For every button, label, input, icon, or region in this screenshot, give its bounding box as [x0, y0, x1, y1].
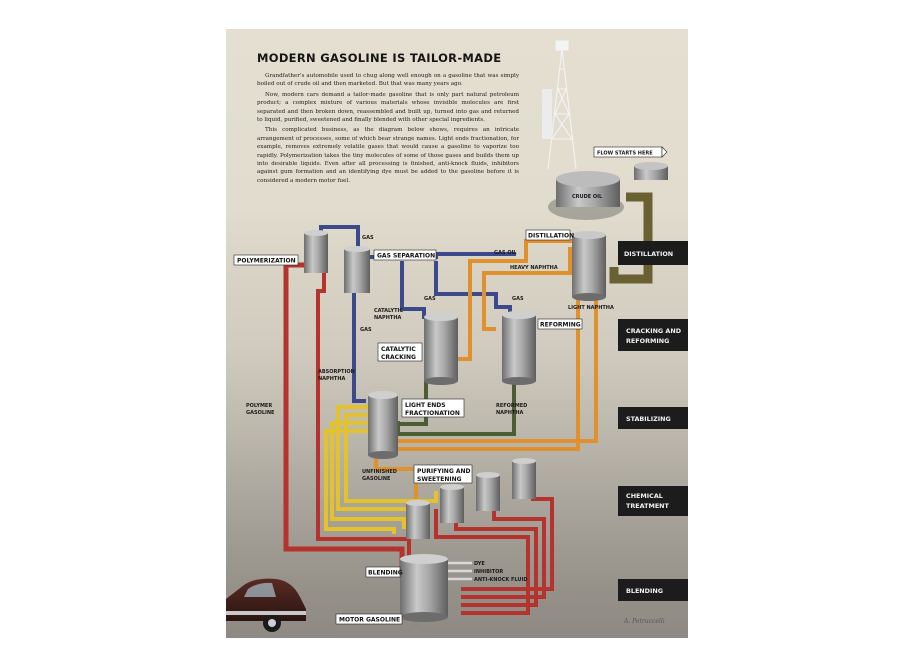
- label-text: CRACKING: [381, 354, 416, 361]
- tank-blending: [400, 554, 448, 622]
- tank-treat-2: [440, 484, 464, 523]
- stage-bands: DISTILLATION CRACKING AND REFORMING STAB…: [618, 241, 688, 601]
- stream-label: ABSORPTION: [318, 369, 355, 375]
- stream-label: ANTI-KNOCK FLUID: [474, 577, 528, 583]
- pipe-red-3: [461, 497, 554, 591]
- stream-labels: GAS GAS OIL HEAVY NAPHTHA LIGHT NAPHTHA …: [246, 235, 614, 583]
- oil-derrick: [542, 40, 577, 170]
- tank-distillation: [572, 231, 606, 301]
- stream-label: UNFINISHED: [362, 469, 397, 475]
- label-text: PURIFYING AND: [417, 468, 470, 475]
- pipe-green-2: [396, 381, 428, 426]
- pipe-gas-blue-left: [352, 291, 366, 403]
- pipe-red-5: [454, 514, 538, 607]
- pipe-yellow-4: [324, 429, 396, 534]
- stage-label: STABILIZING: [626, 415, 671, 423]
- label-text: POLYMERIZATION: [237, 258, 296, 265]
- stage-cracking-reforming: CRACKING AND REFORMING: [618, 319, 688, 351]
- stream-label: GAS OIL: [494, 250, 517, 256]
- stage-stabilizing: STABILIZING: [618, 407, 688, 429]
- pipe-yellow-3: [330, 421, 406, 529]
- intro-paragraph: Grandfather's automobile used to chug al…: [257, 73, 519, 88]
- intro-paragraph: Now, modern cars demand a tailor-made ga…: [257, 91, 519, 123]
- tank-reforming: [502, 311, 536, 385]
- label-catalytic-cracking: CATALYTIC CRACKING: [377, 342, 423, 362]
- stage-label: TREATMENT: [626, 502, 670, 510]
- stream-label: GASOLINE: [246, 410, 275, 416]
- stream-label: GASOLINE: [362, 476, 391, 482]
- label-text: BLENDING: [368, 570, 403, 577]
- label-text: DISTILLATION: [528, 233, 574, 240]
- pipe-red-6: [434, 509, 530, 615]
- label-text: REFORMING: [540, 322, 581, 329]
- label-text: GAS SEPARATION: [377, 253, 435, 260]
- label-blending: BLENDING: [365, 566, 403, 578]
- stream-label: NAPHTHA: [318, 376, 345, 382]
- stream-label: POLYMER: [246, 403, 272, 409]
- pipe-light-naphtha: [384, 297, 598, 443]
- stream-label: LIGHT NAPHTHA: [568, 305, 614, 311]
- label-text: SWEETENING: [417, 476, 462, 483]
- stage-blending: BLENDING: [618, 579, 688, 601]
- crude-oil-pipe: [609, 192, 653, 284]
- stream-label: REFORMED: [496, 403, 527, 409]
- label-polymerization: POLYMERIZATION: [233, 254, 299, 266]
- stream-label: GAS: [360, 327, 372, 333]
- stream-label: HEAVY NAPHTHA: [510, 265, 558, 271]
- label-text: MOTOR GASOLINE: [339, 617, 400, 624]
- stream-label: INHIBITOR: [474, 569, 503, 575]
- label-light-ends: LIGHT ENDS FRACTIONATION: [401, 398, 465, 418]
- tank-catalytic-cracking: [424, 313, 458, 385]
- pipe-heavy-naphtha: [482, 247, 574, 331]
- flow-starts-label: FLOW STARTS HERE: [597, 151, 653, 157]
- refinery-flow-diagram: CRUDE OIL FLOW STARTS HERE DISTILLATION …: [226, 40, 688, 632]
- label-purifying: PURIFYING AND SWEETENING: [413, 464, 473, 484]
- flow-starts-marker: FLOW STARTS HERE: [593, 146, 668, 158]
- poster: MODERN GASOLINE IS TAILOR-MADE Grandfath…: [226, 29, 688, 638]
- pipe-gas-oil: [456, 239, 574, 361]
- stream-label: NAPHTHA: [374, 315, 401, 321]
- label-text: LIGHT ENDS: [405, 402, 446, 409]
- stream-label: DYE: [474, 561, 485, 567]
- pipe-gas-blue-cat: [400, 261, 426, 319]
- tank-gas-separation: [344, 246, 370, 293]
- intro-text: Grandfather's automobile used to chug al…: [257, 72, 519, 187]
- label-motor-gasoline: MOTOR GASOLINE: [335, 613, 403, 625]
- stream-label: NAPHTHA: [496, 410, 523, 416]
- tank-treat-1: [406, 500, 430, 539]
- stage-label: CHEMICAL: [626, 492, 663, 500]
- pipe-red-2: [316, 265, 411, 574]
- crude-oil-label: CRUDE OIL: [572, 194, 603, 200]
- pipe-yellow-2: [344, 413, 438, 503]
- stage-label: REFORMING: [626, 337, 669, 345]
- label-text: FRACTIONATION: [405, 410, 460, 417]
- stream-label: CATALYTIC: [374, 308, 403, 314]
- stream-label: GAS: [512, 296, 524, 302]
- pipe-gas-blue-ref: [434, 261, 512, 317]
- stage-label: CRACKING AND: [626, 327, 681, 335]
- stream-label: GAS: [362, 235, 374, 241]
- label-gas-separation: GAS SEPARATION: [373, 249, 437, 261]
- small-storage-tank: [634, 162, 668, 180]
- stage-label: DISTILLATION: [624, 250, 673, 258]
- tank-treat-3: [476, 472, 500, 511]
- stage-label: BLENDING: [626, 587, 663, 595]
- stage-chemical-treatment: CHEMICAL TREATMENT: [618, 486, 688, 516]
- tank-light-ends: [368, 391, 398, 459]
- label-reforming: REFORMING: [537, 318, 583, 330]
- poster-title: MODERN GASOLINE IS TAILOR-MADE: [257, 51, 502, 65]
- artist-signature: A. Petruccelli: [623, 618, 665, 625]
- tank-polymerization: [304, 230, 328, 273]
- vintage-car-icon: [226, 578, 306, 632]
- pipe-red-4: [461, 509, 546, 599]
- crude-oil-tank: CRUDE OIL: [548, 171, 624, 220]
- stage-distillation: DISTILLATION: [618, 241, 688, 265]
- label-distillation: DISTILLATION: [525, 229, 574, 241]
- label-text: CATALYTIC: [381, 346, 416, 353]
- intro-paragraph: This complicated business, as the diagra…: [257, 127, 519, 184]
- stream-label: GAS: [424, 296, 436, 302]
- tank-treat-4: [512, 458, 536, 499]
